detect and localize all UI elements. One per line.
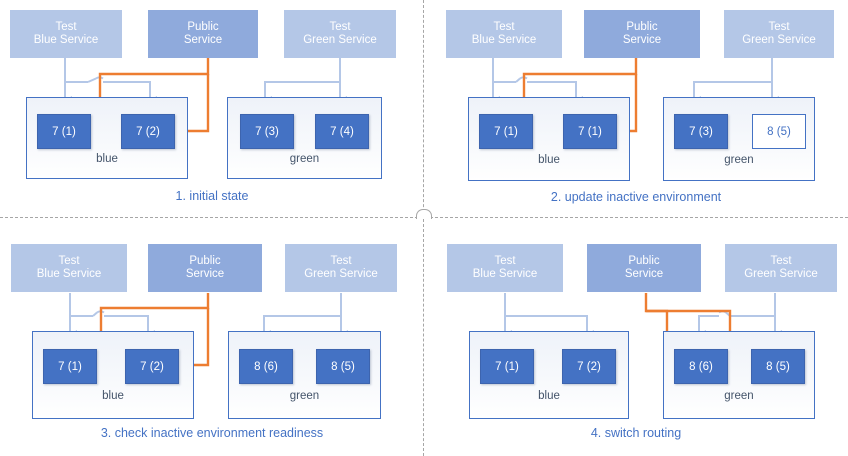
public-service-label-line1: Public — [189, 254, 221, 267]
environment-blue[interactable]: 7 (1) 7 (2) blue — [32, 331, 194, 419]
public-service-label-line2: Service — [624, 268, 664, 280]
environment-green-label: green — [724, 154, 754, 166]
panel-4-caption: 4. switch routing — [590, 426, 682, 440]
test-blue-service-label-line1: Test — [494, 254, 516, 267]
test-green-service-box[interactable]: Test Green Service — [725, 244, 837, 292]
pod-blue-1[interactable]: 7 (1) — [43, 349, 97, 384]
test-green-service-label-line1: Test — [768, 20, 790, 33]
pod-label: 7 (1) — [494, 125, 518, 138]
panel-1: Test Blue Service Public Service Test Gr… — [0, 0, 424, 228]
environment-blue-label: blue — [538, 390, 560, 402]
environment-blue-label: blue — [96, 153, 118, 165]
test-green-service-label-line2: Green Service — [304, 268, 378, 280]
test-green-service-box[interactable]: Test Green Service — [284, 10, 396, 58]
panel-2-connectors — [486, 58, 779, 140]
pod-blue-2[interactable]: 7 (2) — [121, 114, 175, 149]
pod-label: 8 (5) — [767, 125, 791, 138]
pod-green-1[interactable]: 8 (6) — [239, 349, 293, 384]
public-service-label-line2: Service — [183, 34, 223, 46]
test-blue-service-box[interactable]: Test Blue Service — [10, 10, 122, 58]
pod-label: 8 (6) — [689, 360, 713, 373]
panel-4: Test Blue Service Public Service Test Gr… — [424, 228, 848, 456]
test-blue-service-label-line1: Test — [55, 20, 77, 33]
pod-blue-2[interactable]: 7 (2) — [125, 349, 179, 384]
public-service-label-line2: Service — [622, 34, 662, 46]
public-service-label-line1: Public — [628, 254, 660, 267]
environment-green[interactable]: 7 (3) 8 (5) green — [663, 97, 815, 181]
environment-green[interactable]: 7 (3) 7 (4) green — [227, 97, 382, 179]
pod-green-1[interactable]: 7 (3) — [240, 114, 294, 149]
test-blue-service-label-line2: Blue Service — [472, 268, 538, 280]
pod-label: 7 (4) — [330, 125, 354, 138]
pod-label: 7 (2) — [577, 360, 601, 373]
test-blue-service-box[interactable]: Test Blue Service — [447, 244, 563, 292]
pod-label: 7 (2) — [140, 360, 164, 373]
test-green-service-box[interactable]: Test Green Service — [285, 244, 397, 292]
pod-label: 7 (1) — [52, 125, 76, 138]
test-green-service-label-line2: Green Service — [742, 34, 816, 46]
environment-green[interactable]: 8 (6) 8 (5) green — [228, 331, 381, 419]
test-blue-service-label-line2: Blue Service — [33, 34, 99, 46]
environment-blue[interactable]: 7 (1) 7 (2) blue — [469, 331, 629, 419]
divider-crossover-hop-icon — [416, 209, 432, 219]
public-service-box[interactable]: Public Service — [584, 10, 700, 58]
pod-label: 7 (1) — [58, 360, 82, 373]
panel-2: Test Blue Service Public Service Test Gr… — [424, 0, 848, 228]
pod-label: 8 (5) — [766, 360, 790, 373]
public-service-box[interactable]: Public Service — [148, 10, 258, 58]
test-green-service-label-line1: Test — [330, 254, 352, 267]
public-service-label-line1: Public — [626, 20, 658, 33]
public-service-box[interactable]: Public Service — [587, 244, 701, 292]
test-blue-service-label-line1: Test — [58, 254, 80, 267]
environment-blue-label: blue — [102, 390, 124, 402]
test-blue-service-box[interactable]: Test Blue Service — [11, 244, 127, 292]
pod-label: 7 (1) — [578, 125, 602, 138]
test-green-service-label-line2: Green Service — [303, 34, 377, 46]
public-service-label-line1: Public — [187, 20, 219, 33]
test-green-service-box[interactable]: Test Green Service — [724, 10, 834, 58]
pod-blue-1[interactable]: 7 (1) — [479, 114, 533, 149]
pod-label: 8 (6) — [254, 360, 278, 373]
pod-blue-2[interactable]: 7 (1) — [563, 114, 617, 149]
panel-3-caption: 3. check inactive environment readiness — [100, 426, 324, 440]
pod-label: 7 (1) — [495, 360, 519, 373]
public-service-label-line2: Service — [185, 268, 225, 280]
panel-1-caption: 1. initial state — [175, 189, 249, 203]
pod-green-2[interactable]: 8 (5) — [752, 114, 806, 149]
environment-green[interactable]: 8 (6) 8 (5) green — [663, 331, 815, 419]
environment-green-label: green — [724, 390, 754, 402]
pod-label: 7 (3) — [255, 125, 279, 138]
environment-green-label: green — [289, 153, 320, 165]
panel-2-caption: 2. update inactive environment — [550, 190, 722, 204]
pod-label: 7 (2) — [136, 125, 160, 138]
pod-label: 8 (5) — [331, 360, 355, 373]
public-service-box[interactable]: Public Service — [148, 244, 262, 292]
pod-label: 7 (3) — [689, 125, 713, 138]
test-blue-route — [58, 58, 157, 112]
pod-green-1[interactable]: 8 (6) — [674, 349, 728, 384]
test-green-service-label-line1: Test — [329, 20, 351, 33]
test-green-service-label-line2: Green Service — [744, 268, 818, 280]
test-blue-service-label-line2: Blue Service — [36, 268, 102, 280]
test-blue-service-label-line1: Test — [493, 20, 515, 33]
pod-green-2[interactable]: 7 (4) — [315, 114, 369, 149]
environment-blue[interactable]: 7 (1) 7 (1) blue — [468, 97, 630, 181]
test-blue-service-box[interactable]: Test Blue Service — [446, 10, 562, 58]
pod-green-2[interactable]: 8 (5) — [316, 349, 370, 384]
environment-blue-label: blue — [538, 154, 560, 166]
pod-green-2[interactable]: 8 (5) — [751, 349, 805, 384]
pod-green-1[interactable]: 7 (3) — [674, 114, 728, 149]
panel-divider-vertical — [423, 0, 424, 456]
pod-blue-2[interactable]: 7 (2) — [562, 349, 616, 384]
environment-blue[interactable]: 7 (1) 7 (2) blue — [26, 97, 188, 179]
panel-3: Test Blue Service Public Service Test Gr… — [0, 228, 424, 456]
environment-green-label: green — [289, 390, 320, 402]
pod-blue-1[interactable]: 7 (1) — [37, 114, 91, 149]
test-green-service-label-line1: Test — [770, 254, 792, 267]
pod-blue-1[interactable]: 7 (1) — [480, 349, 534, 384]
test-blue-service-label-line2: Blue Service — [471, 34, 537, 46]
